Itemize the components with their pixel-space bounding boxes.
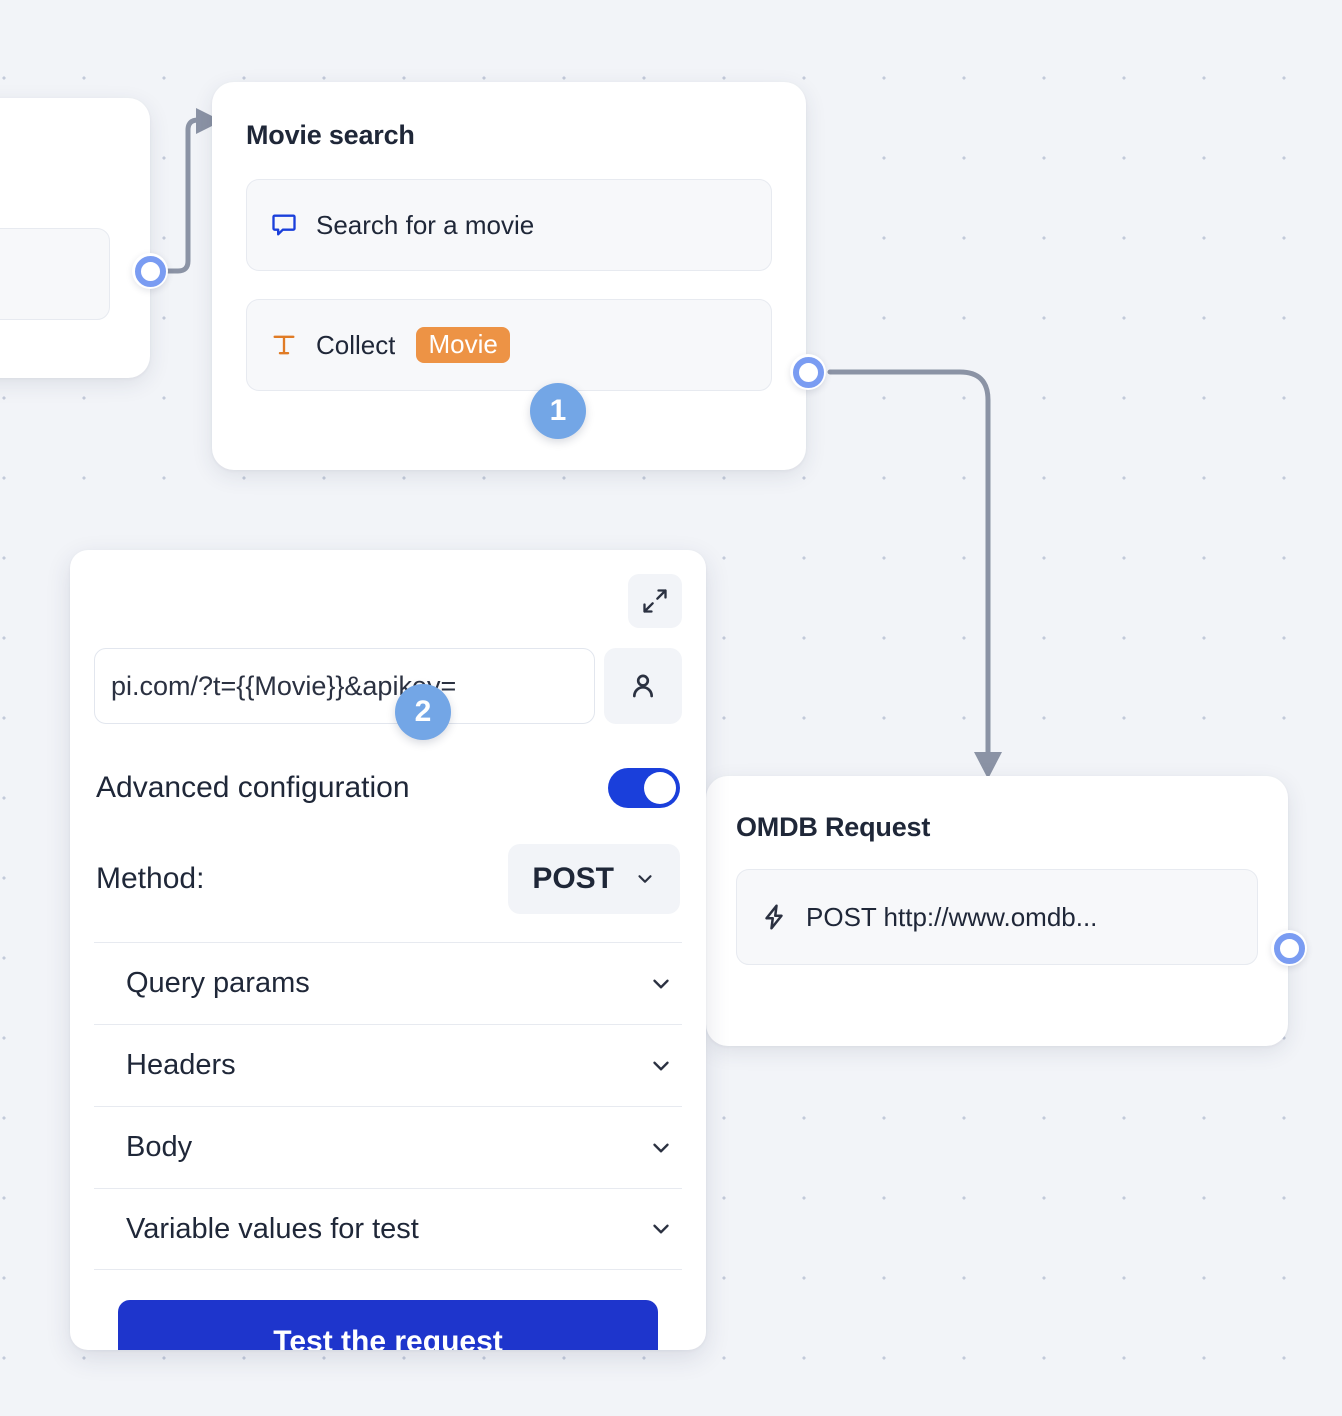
accordion-label: Query params [126, 967, 310, 999]
node-omdb-request[interactable]: OMDB Request POST http://www.omdb... [706, 776, 1288, 1046]
request-url-row [94, 648, 682, 724]
panel-toolbar [94, 574, 682, 628]
chevron-down-icon [648, 1135, 674, 1161]
chat-bubble-icon [269, 211, 299, 239]
method-label: Method: [96, 862, 205, 895]
node-row-label: Collect [316, 329, 396, 360]
method-row: Method: POST [94, 844, 682, 914]
method-select[interactable]: POST [508, 844, 680, 914]
request-sections-accordion: Query params Headers Body [94, 942, 682, 1270]
port-omdb-request-output[interactable] [1271, 930, 1307, 966]
accordion-label: Headers [126, 1049, 236, 1081]
accordion-item-body[interactable]: Body [94, 1106, 682, 1188]
step-badge-1: 1 [530, 383, 586, 439]
accordion-item-headers[interactable]: Headers [94, 1024, 682, 1106]
node-omdb-request-title: OMDB Request [736, 812, 931, 842]
request-config-panel: Advanced configuration Method: POST Quer… [70, 550, 706, 1350]
variable-tag-movie[interactable]: Movie [416, 327, 510, 363]
test-the-request-button[interactable]: Test the request [118, 1300, 658, 1350]
node-movie-search-title: Movie search [246, 120, 415, 150]
node-row-label: POST http://www.omdb... [806, 901, 1098, 932]
chevron-down-icon [648, 1053, 674, 1079]
node-left-partial-row[interactable] [0, 228, 110, 320]
node-left-partial[interactable] [0, 98, 150, 378]
request-url-input[interactable] [94, 648, 595, 724]
accordion-label: Variable values for test [126, 1212, 419, 1245]
person-icon [627, 670, 659, 702]
advanced-configuration-label: Advanced configuration [96, 771, 410, 804]
node-row-search-for-a-movie[interactable]: Search for a movie [246, 179, 772, 271]
accordion-label: Body [126, 1131, 193, 1163]
node-row-label: Search for a movie [316, 209, 535, 240]
node-row-collect-movie[interactable]: Collect Movie [246, 299, 772, 391]
node-row-post-request[interactable]: POST http://www.omdb... [736, 869, 1258, 965]
advanced-configuration-row: Advanced configuration [94, 768, 682, 808]
accordion-item-query-params[interactable]: Query params [94, 942, 682, 1024]
expand-diagonal-icon [641, 587, 669, 615]
expand-panel-button[interactable] [628, 574, 682, 628]
chevron-down-icon [634, 868, 656, 890]
advanced-configuration-toggle[interactable] [608, 768, 680, 808]
accordion-item-variable-values-for-test[interactable]: Variable values for test [94, 1188, 682, 1270]
chevron-down-icon [648, 1216, 674, 1242]
request-auth-button[interactable] [604, 648, 682, 724]
text-type-icon [269, 331, 299, 359]
step-badge-2: 2 [395, 684, 451, 740]
port-movie-search-output[interactable] [790, 354, 826, 390]
chevron-down-icon [648, 971, 674, 997]
port-left-node-output[interactable] [132, 253, 168, 289]
method-select-value: POST [532, 862, 614, 895]
lightning-bolt-icon [759, 902, 789, 932]
node-movie-search[interactable]: Movie search Search for a movie Collect … [212, 82, 806, 470]
